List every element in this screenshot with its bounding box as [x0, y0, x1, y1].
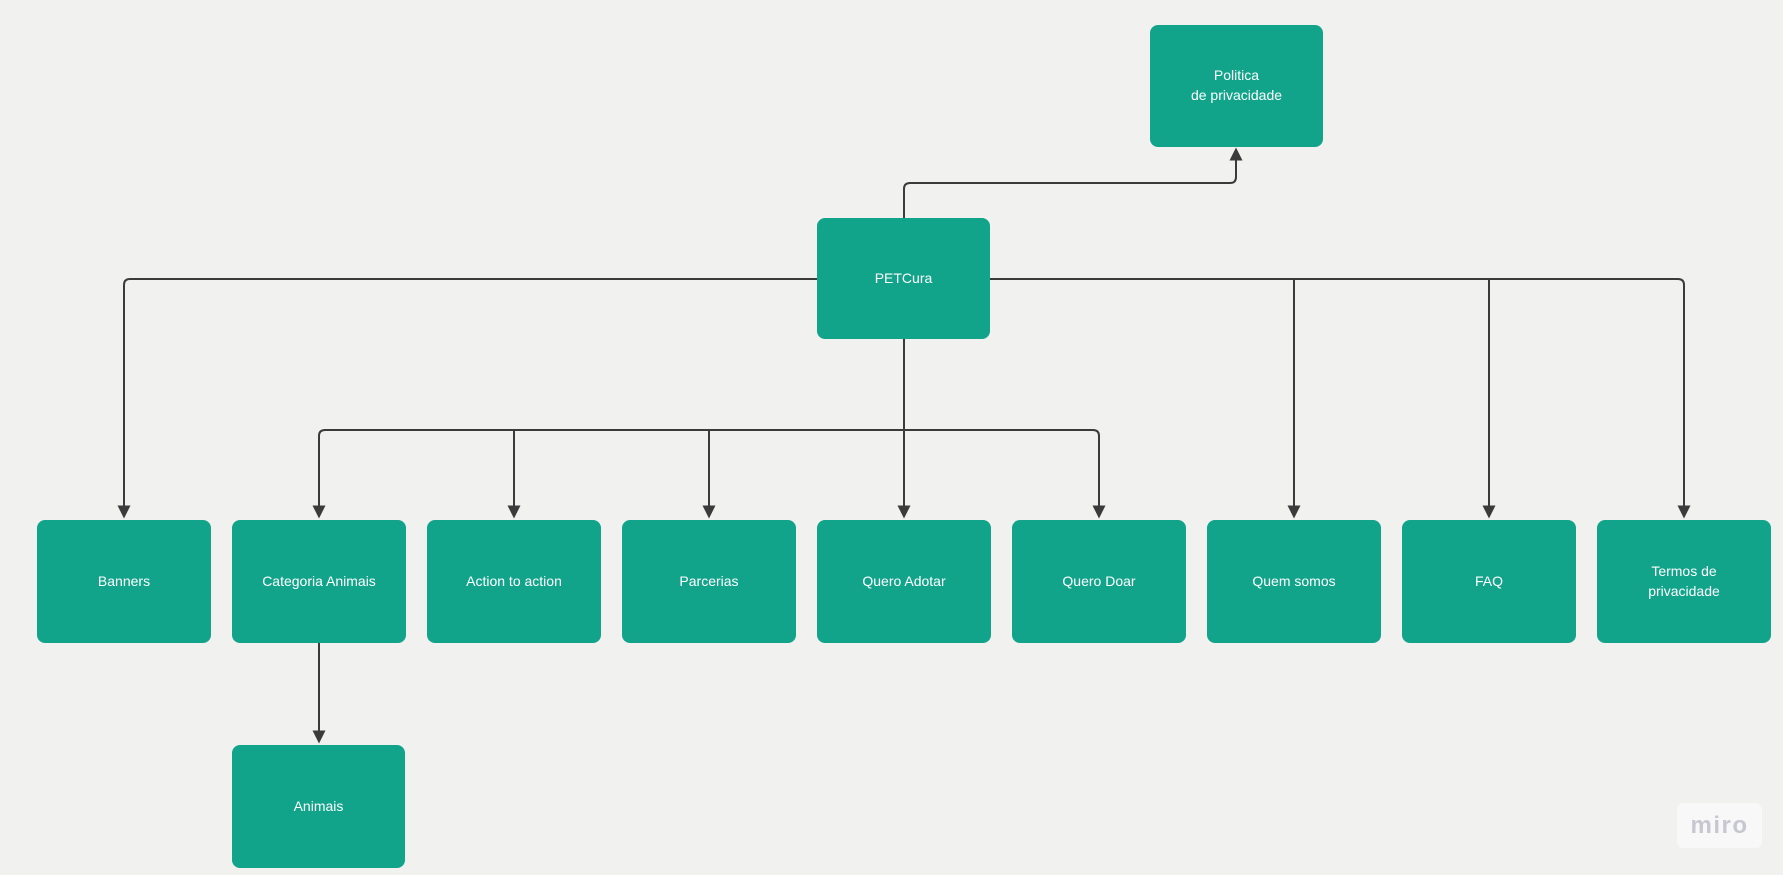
node-label: Banners [97, 572, 151, 589]
node-termos-de-privacidade[interactable]: Termos de privacidade [1597, 520, 1771, 643]
connector-petcura-to-banners [117, 278, 817, 519]
node-quero-doar[interactable]: Quero Doar [1012, 520, 1186, 643]
node-label: Categoria Animais [262, 572, 376, 589]
node-label: Action to action [466, 572, 562, 589]
node-petcura[interactable]: PETCura [817, 218, 990, 339]
node-faq[interactable]: FAQ [1402, 520, 1576, 643]
node-label: FAQ [1474, 572, 1503, 589]
miro-logo-text: miro [1690, 811, 1749, 839]
node-label: Politica de privacidade [1190, 67, 1283, 103]
node-politica-de-privacidade[interactable]: Politica de privacidade [1150, 25, 1323, 147]
connector-petcura-to-quero-doar [904, 429, 1106, 519]
node-label: Termos de privacidade [1648, 562, 1720, 599]
connector-petcura-to-categoria [312, 429, 904, 519]
connector-petcura-to-politica [903, 147, 1243, 218]
connector-petcura-to-termos [990, 278, 1691, 519]
node-label: Quero Adotar [862, 572, 946, 589]
node-banners[interactable]: Banners [37, 520, 211, 643]
node-label: Parcerias [679, 572, 739, 589]
node-action-to-action[interactable]: Action to action [427, 520, 601, 643]
node-categoria-animais[interactable]: Categoria Animais [232, 520, 406, 643]
node-quem-somos[interactable]: Quem somos [1207, 520, 1381, 643]
node-label: Quem somos [1252, 572, 1336, 589]
node-quero-adotar[interactable]: Quero Adotar [817, 520, 991, 643]
node-label: Animais [293, 797, 344, 814]
node-parcerias[interactable]: Parcerias [622, 520, 796, 643]
node-animais[interactable]: Animais [232, 745, 405, 868]
miro-watermark[interactable]: miro [1677, 803, 1762, 848]
node-label: PETCura [874, 269, 933, 286]
node-label: Quero Doar [1062, 572, 1136, 589]
